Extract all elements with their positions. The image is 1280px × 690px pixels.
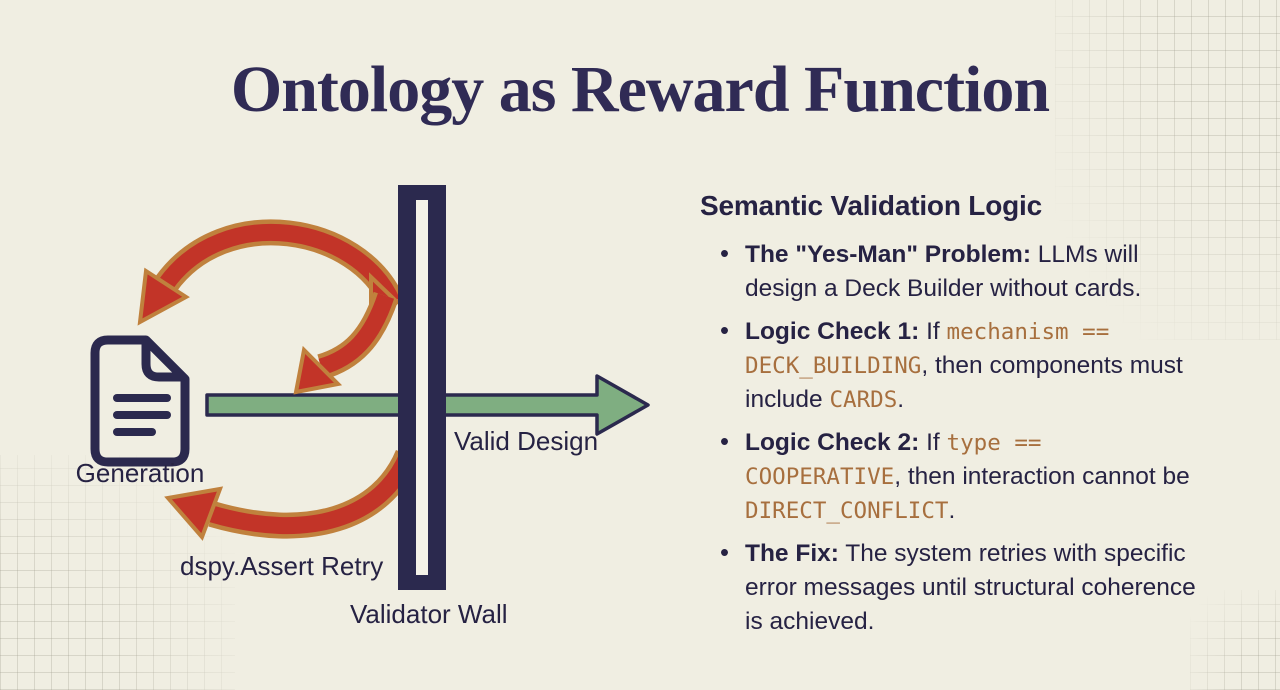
validator-wall-shape	[398, 185, 446, 590]
diagram-canvas	[90, 185, 650, 590]
retry-label: dspy.Assert Retry	[180, 551, 384, 581]
code-token: mechanism == DECK_BUILDING	[745, 319, 1110, 379]
bullet-text: The system retries with specific error m…	[745, 540, 1196, 635]
bullet-lead: Logic Check 2:	[745, 429, 920, 456]
bullet-text: If	[919, 429, 947, 456]
code-token: DIRECT_CONFLICT	[745, 498, 949, 524]
code-token: CARDS	[829, 387, 898, 413]
validator-wall-label: Validator Wall	[350, 599, 508, 629]
semantic-validation-panel: Semantic Validation Logic The "Yes-Man" …	[700, 190, 1215, 648]
bullet-text: LLMs will design a Deck Builder without …	[745, 241, 1142, 302]
grid-texture-bottom-right	[1190, 590, 1280, 690]
retry-arc-top	[137, 219, 404, 326]
validator-diagram: Generation Valid Design dspy.Assert Retr…	[40, 170, 700, 640]
bullet-text: .	[948, 497, 956, 524]
bullet-text: , then interaction cannot be	[894, 463, 1190, 490]
bullet-item: The Fix: The system retries with specifi…	[700, 536, 1205, 639]
retry-arc-bounce	[293, 291, 399, 395]
bullet-lead: Logic Check 1:	[745, 318, 920, 345]
bullet-text: If	[919, 318, 947, 345]
bullet-item: Logic Check 1: If mechanism == DECK_BUIL…	[700, 314, 1205, 417]
bullet-lead: The "Yes-Man" Problem:	[745, 241, 1031, 268]
valid-design-label: Valid Design	[454, 426, 599, 456]
slide-title: Ontology as Reward Function	[230, 53, 1050, 126]
validation-list: The "Yes-Man" Problem: LLMs will design …	[700, 237, 1215, 639]
code-token: type == COOPERATIVE	[745, 430, 1042, 490]
panel-heading: Semantic Validation Logic	[700, 190, 1042, 221]
bullet-item: Logic Check 2: If type == COOPERATIVE, t…	[700, 425, 1205, 528]
document-icon	[90, 335, 190, 467]
generation-label: Generation	[75, 458, 205, 488]
bullet-item: The "Yes-Man" Problem: LLMs will design …	[700, 237, 1205, 306]
bullet-text: , then components must include	[745, 352, 1183, 413]
retry-arc-bottom	[164, 449, 421, 541]
bullet-text: .	[897, 386, 905, 413]
bullet-lead: The Fix:	[745, 540, 839, 567]
